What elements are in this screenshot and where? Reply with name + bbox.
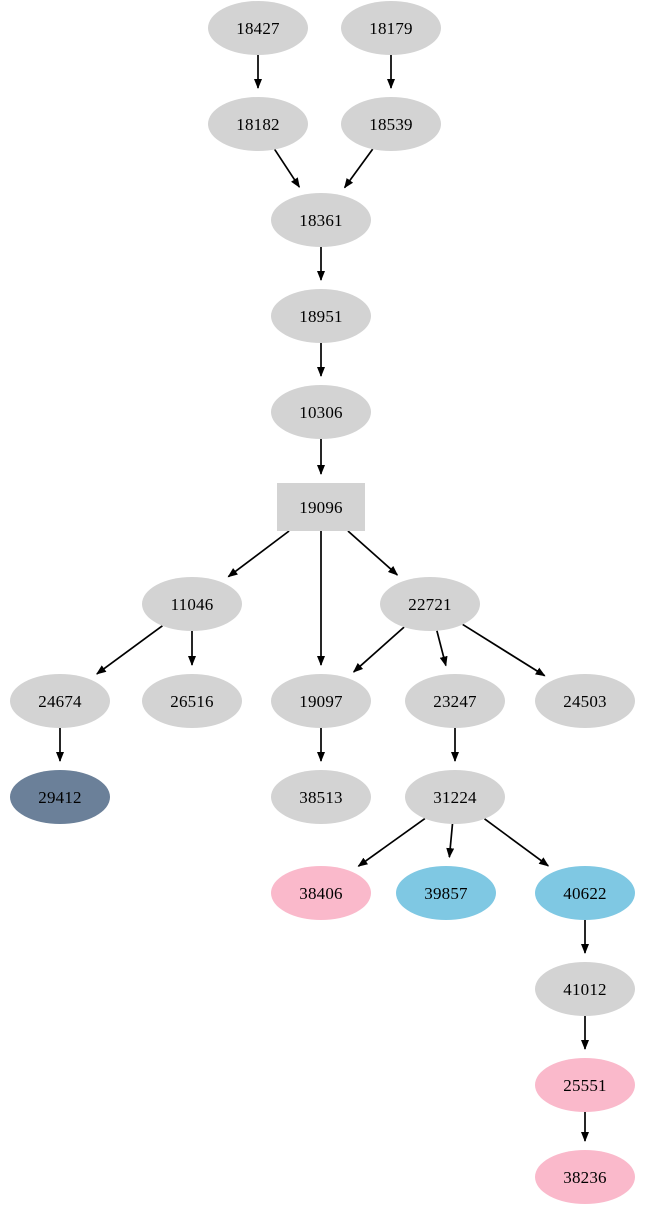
- graph-node-label: 18361: [299, 210, 343, 230]
- graph-node-label: 24503: [563, 691, 607, 711]
- graph-node-18539[interactable]: 18539: [341, 97, 441, 151]
- graph-node-26516[interactable]: 26516: [142, 674, 242, 728]
- graph-edge-31224-to-39857: [446, 823, 455, 859]
- graph-node-38236[interactable]: 38236: [535, 1150, 635, 1204]
- graph-node-40622[interactable]: 40622: [535, 866, 635, 920]
- graph-node-31224[interactable]: 31224: [405, 770, 505, 824]
- graph-node-label: 18951: [299, 306, 343, 326]
- graph-node-label: 38236: [563, 1167, 607, 1187]
- graph-node-25551[interactable]: 25551: [535, 1058, 635, 1112]
- graph-edge-22721-to-19097: [352, 626, 405, 673]
- graph-node-label: 18182: [236, 114, 280, 134]
- graph-node-label: 39857: [424, 883, 468, 903]
- graph-node-18179[interactable]: 18179: [341, 1, 441, 55]
- graph-node-label: 19096: [299, 497, 343, 517]
- graph-node-label: 18179: [369, 18, 413, 38]
- graph-node-38406[interactable]: 38406: [271, 866, 371, 920]
- graph-node-24674[interactable]: 24674: [10, 674, 110, 728]
- graph-node-label: 38513: [299, 787, 343, 807]
- graph-node-39857[interactable]: 39857: [396, 866, 496, 920]
- graph-node-label: 41012: [563, 979, 607, 999]
- graph-node-label: 25551: [563, 1075, 607, 1095]
- graph-edge-18539-to-18361: [343, 148, 374, 189]
- graph-node-19096[interactable]: 19096: [277, 483, 365, 531]
- graph-node-19097[interactable]: 19097: [271, 674, 371, 728]
- edges-group: [56, 55, 589, 1142]
- graph-node-11046[interactable]: 11046: [142, 577, 242, 631]
- graph-node-label: 10306: [299, 402, 343, 422]
- graph-node-label: 29412: [38, 787, 82, 807]
- graph-node-24503[interactable]: 24503: [535, 674, 635, 728]
- graph-node-41012[interactable]: 41012: [535, 962, 635, 1016]
- graph-node-label: 31224: [433, 787, 477, 807]
- graph-node-label: 24674: [38, 691, 82, 711]
- graph-node-18951[interactable]: 18951: [271, 289, 371, 343]
- graph-node-label: 18539: [369, 114, 413, 134]
- graph-node-label: 11046: [170, 594, 214, 614]
- graph-node-23247[interactable]: 23247: [405, 674, 505, 728]
- graph-node-38513[interactable]: 38513: [271, 770, 371, 824]
- graph-edge-19096-to-11046: [227, 530, 290, 578]
- graph-edge-19096-to-22721: [347, 530, 399, 576]
- graph-edge-31224-to-38406: [357, 817, 426, 867]
- graph-node-10306[interactable]: 10306: [271, 385, 371, 439]
- graph-node-label: 40622: [563, 883, 607, 903]
- graph-node-label: 26516: [170, 691, 214, 711]
- graph-node-18182[interactable]: 18182: [208, 97, 308, 151]
- graph-node-label: 22721: [408, 594, 452, 614]
- graph-node-29412[interactable]: 29412: [10, 770, 110, 824]
- graph-node-label: 18427: [236, 18, 280, 38]
- graph-node-18427[interactable]: 18427: [208, 1, 308, 55]
- graph-edge-22721-to-24503: [462, 623, 546, 677]
- graph-edge-11046-to-24674: [96, 625, 163, 675]
- graph-node-18361[interactable]: 18361: [271, 193, 371, 247]
- graph-node-label: 38406: [299, 883, 343, 903]
- graph-node-22721[interactable]: 22721: [380, 577, 480, 631]
- graph-node-label: 19097: [299, 691, 343, 711]
- graph-node-label: 23247: [433, 691, 477, 711]
- graph-edge-31224-to-40622: [484, 818, 550, 867]
- graph-edge-18182-to-18361: [273, 148, 301, 188]
- graph-edge-22721-to-23247: [436, 630, 448, 667]
